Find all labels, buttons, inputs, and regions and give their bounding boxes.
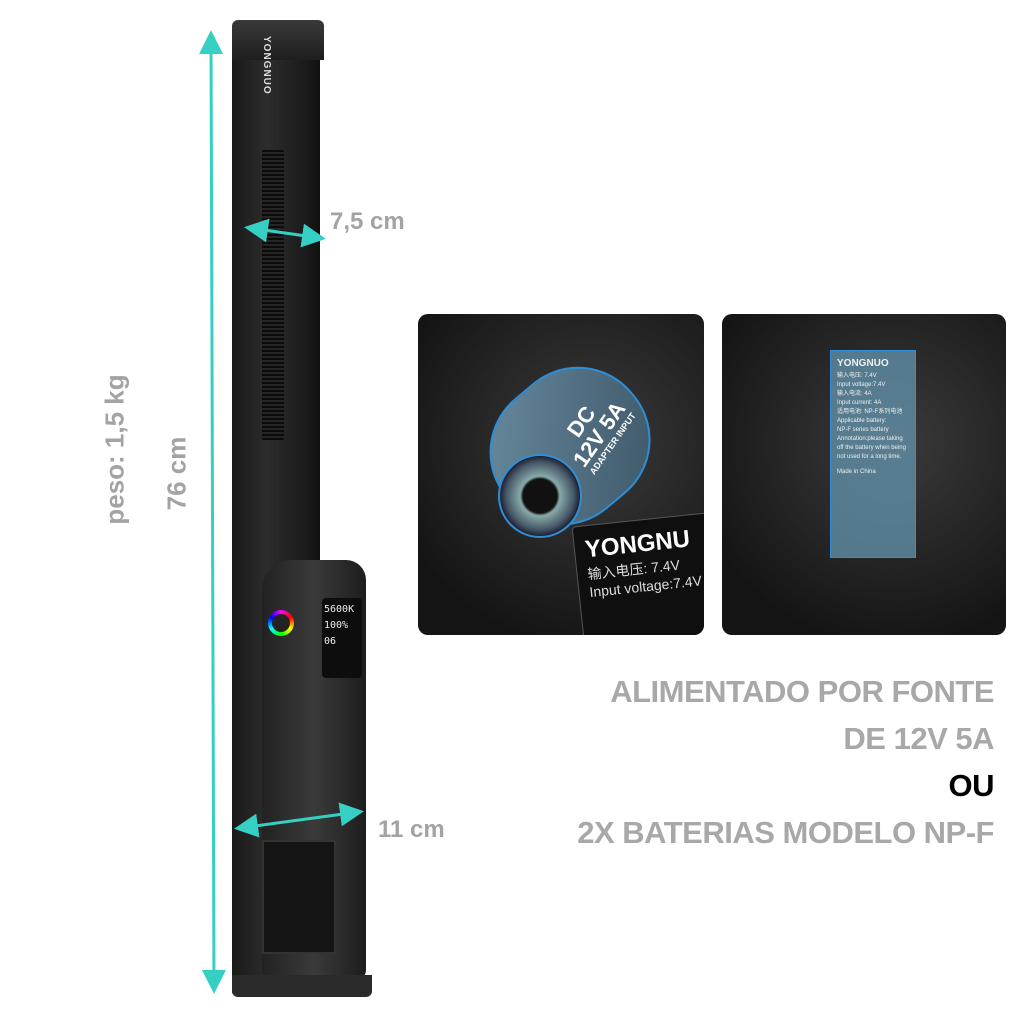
lcd-display: 5600K 100% 06 [322,598,362,678]
rgb-control-knob [268,610,294,636]
spec-label: YONGNU 输入电压: 7.4V Input voltage:7.4V [571,512,704,635]
battery-spec-label: YONGNUO 输入电压: 7.4V Input voltage:7.4V 输入… [830,350,916,558]
dc-jack-icon [498,454,582,538]
caption-line-2: DE 12V 5A [843,721,994,756]
width-handle-label: 11 cm [378,816,445,843]
battery-bay-detail-photo: YONGNUO 输入电压: 7.4V Input voltage:7.4V 输入… [722,314,1006,635]
display-cct: 5600K [324,604,355,615]
caption-or: OU [948,768,995,803]
light-base [232,975,372,997]
length-label: 76 cm [161,436,192,511]
weight-label: peso: 1,5 kg [99,374,130,525]
width-handle-arrow [234,802,364,838]
width-top-arrow [244,218,326,248]
caption-line-4: 2X BATERIAS MODELO NP-F [577,815,994,850]
light-tube-cap [232,20,324,60]
dc-input-detail-photo: DC 12V 5A ADAPTER INPUT YONGNU 输入电压: 7.4… [418,314,704,635]
display-brightness: 100% [324,620,349,631]
display-channel: 06 [324,636,337,647]
battery-compartment [262,840,336,954]
width-top-label: 7,5 cm [330,208,405,235]
caption-line-1: ALIMENTADO POR FONTE [610,674,994,709]
length-arrow [199,30,226,994]
